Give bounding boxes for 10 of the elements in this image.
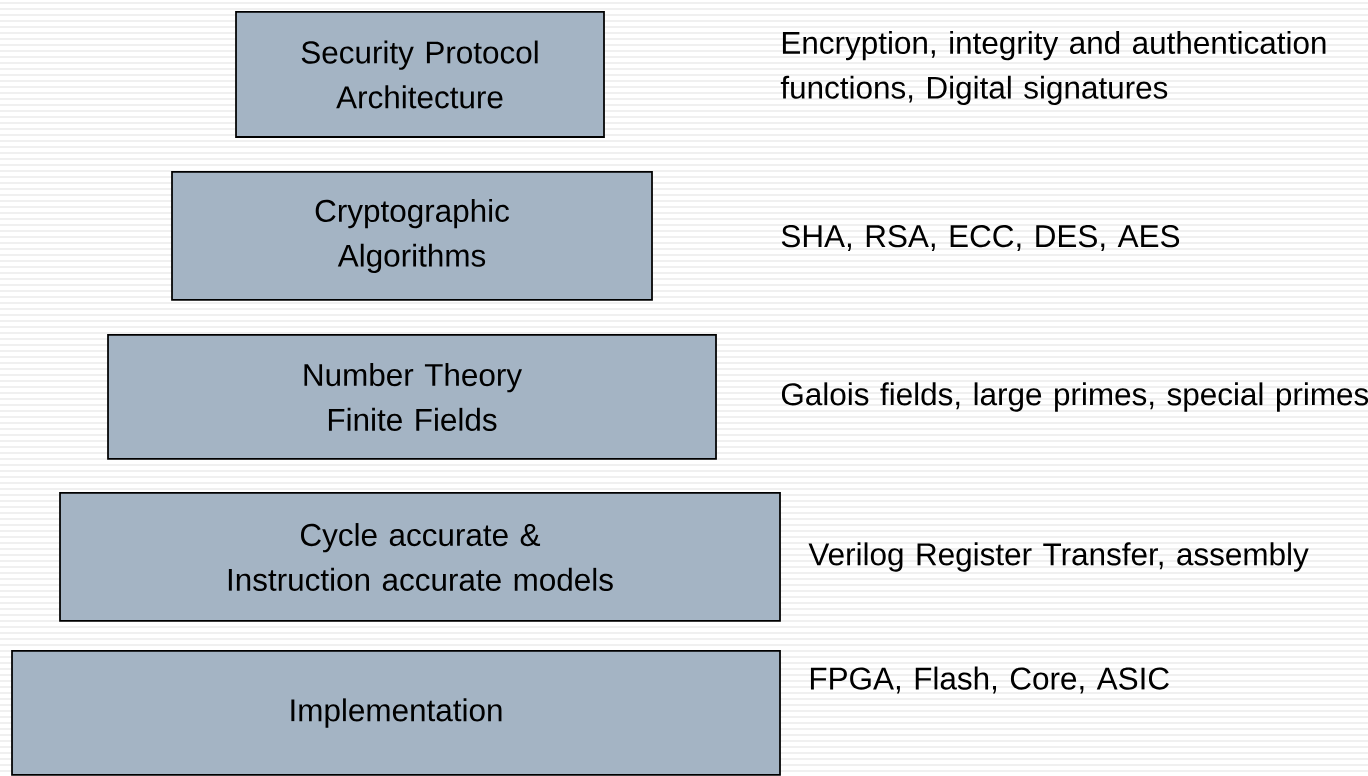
- layer-box: Cryptographic Algorithms: [171, 171, 653, 301]
- layer-box: Number Theory Finite Fields: [107, 334, 717, 460]
- layer-box: Security Protocol Architecture: [235, 11, 605, 138]
- description-text: Verilog Register Transfer, assembly: [808, 542, 1309, 572]
- layer-box: Cycle accurate & Instruction accurate models: [59, 492, 781, 622]
- description-text: SHA, RSA, ECC, DES, AES: [781, 225, 1180, 251]
- description-text: Galois fields, large primes, special primes: [781, 382, 1368, 412]
- description-text: FPGA, Flash, Core, ASIC: [810, 666, 1169, 694]
- description-text: Encryption, integrity and authentication functions, Digital signatures: [780, 30, 1326, 106]
- layer-box: Implementation: [11, 650, 781, 776]
